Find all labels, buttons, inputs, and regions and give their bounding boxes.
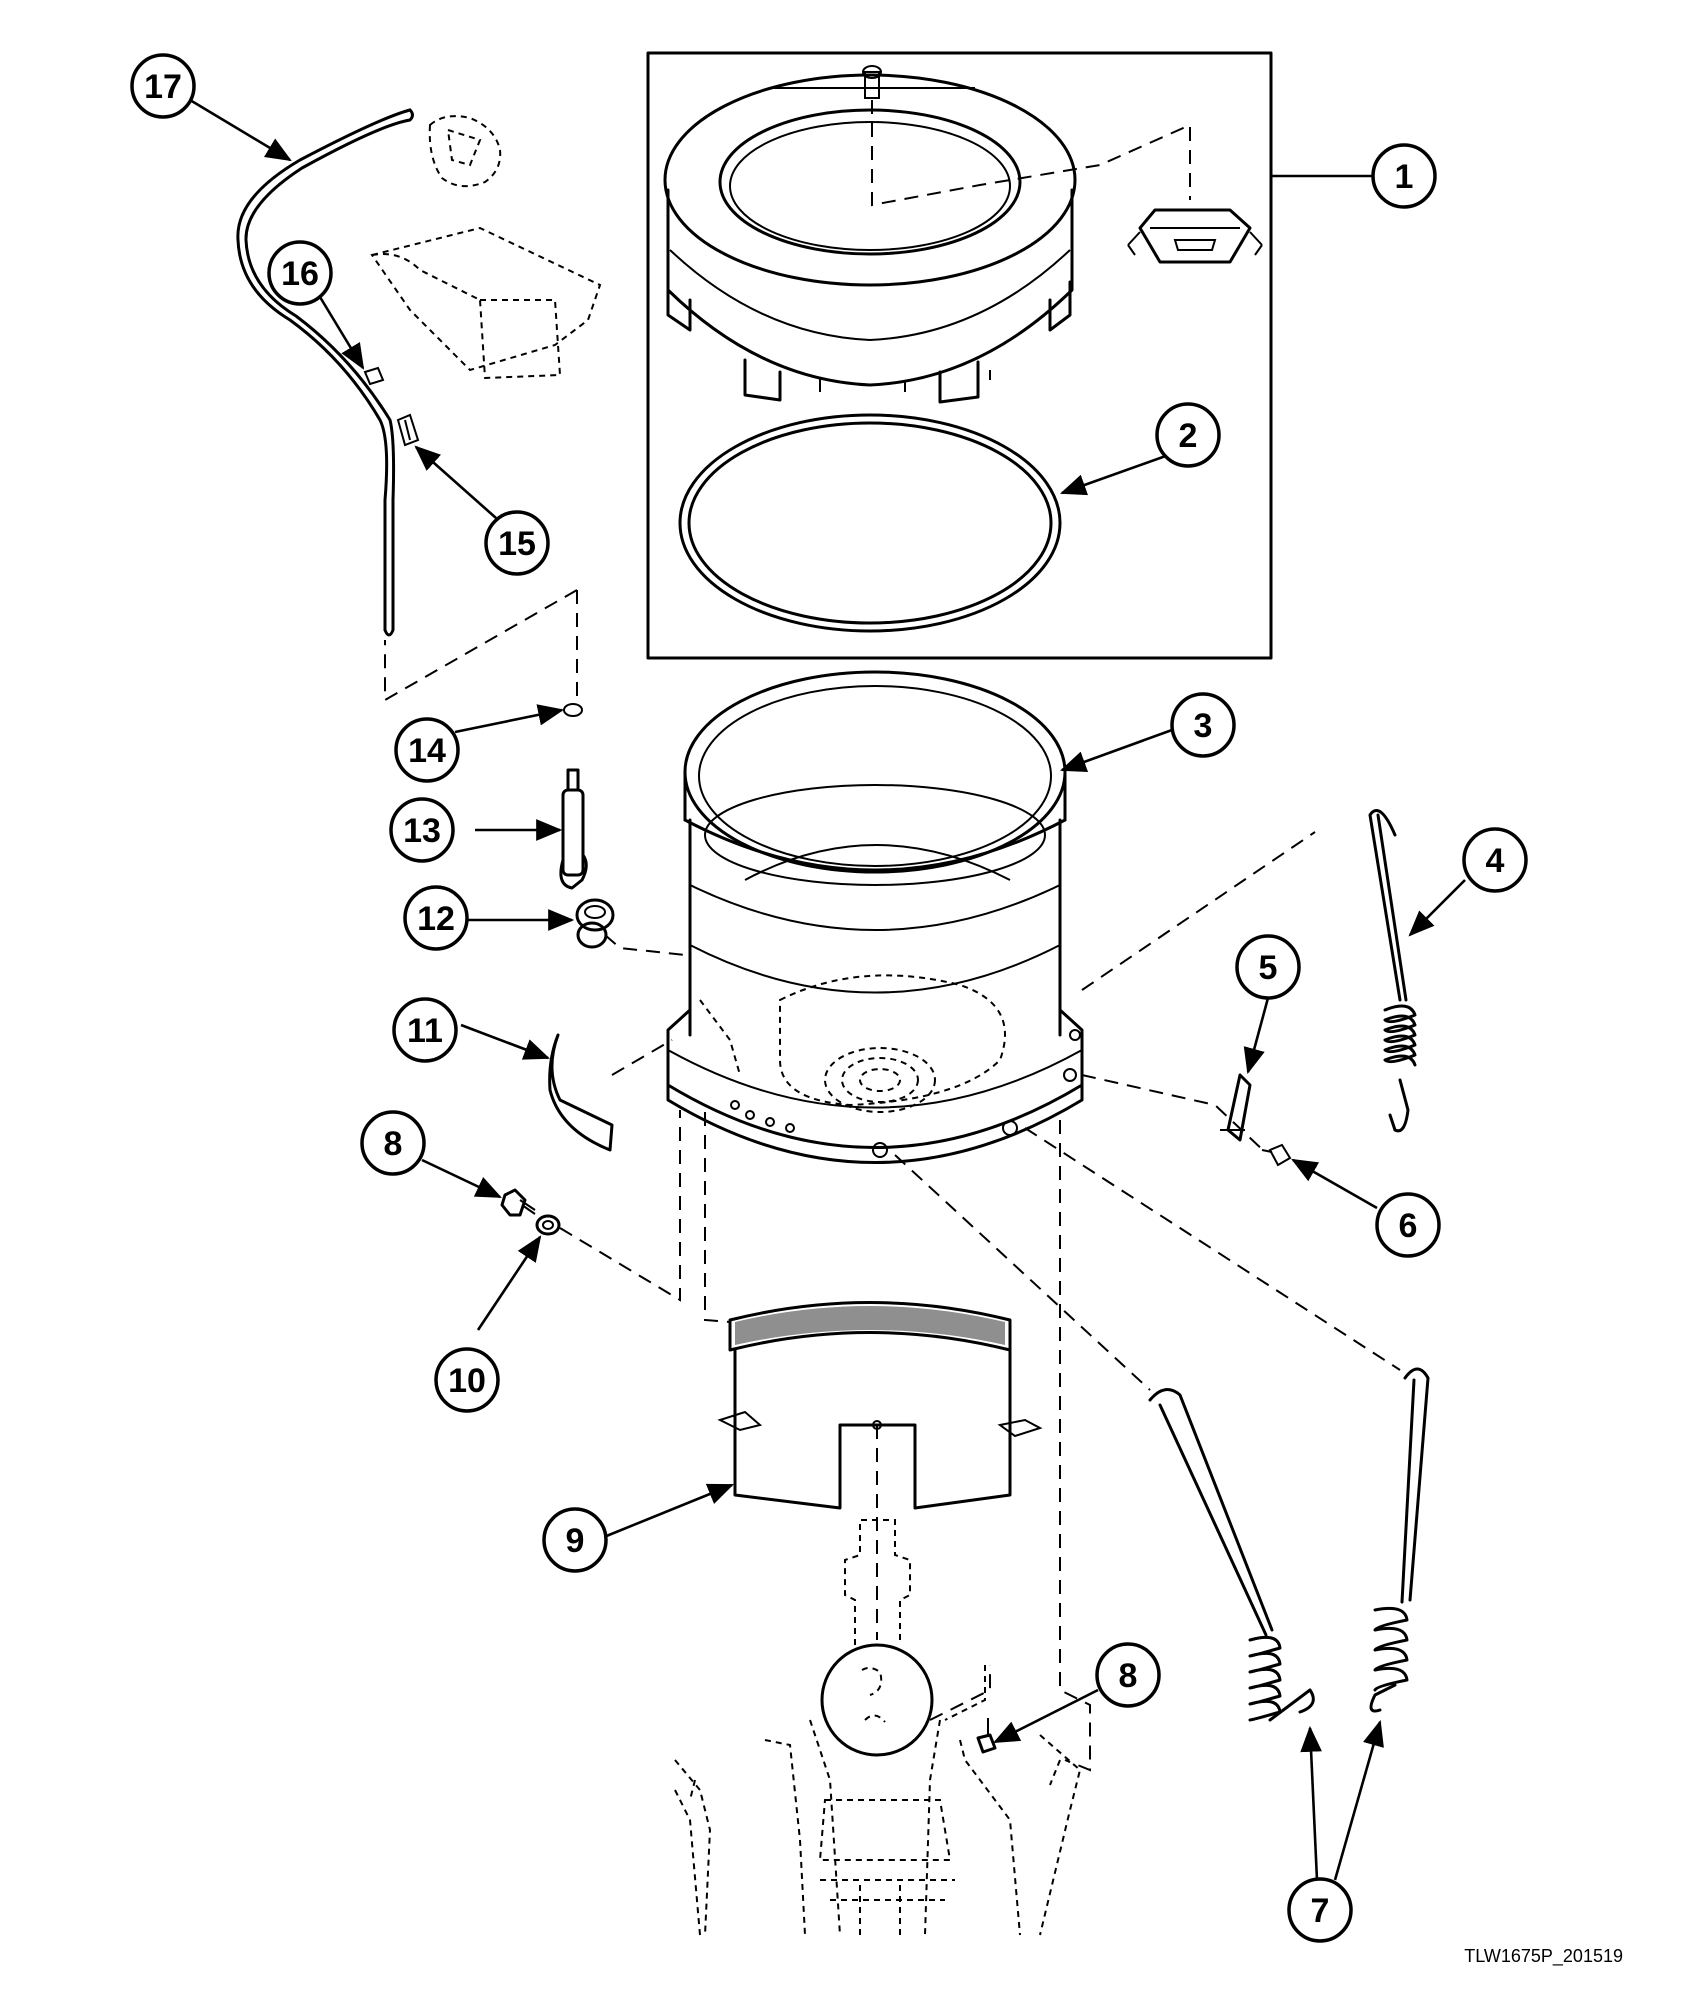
washer-part <box>535 1214 561 1236</box>
svg-text:13: 13 <box>403 812 441 850</box>
callout-4: 4 <box>1462 827 1528 893</box>
callout-10: 10 <box>434 1347 500 1413</box>
hose-clip-16 <box>363 366 385 386</box>
svg-text:16: 16 <box>281 255 319 293</box>
svg-text:14: 14 <box>408 732 446 770</box>
o-ring-part <box>563 703 583 717</box>
svg-text:5: 5 <box>1259 949 1278 987</box>
pressure-switch-ghost <box>370 115 602 380</box>
counterweight-part <box>717 1301 1043 1510</box>
shield-part <box>548 1033 614 1152</box>
svg-text:8: 8 <box>384 1125 403 1163</box>
callout-12: 12 <box>403 885 469 951</box>
svg-text:1: 1 <box>1395 158 1414 196</box>
gasket-part <box>678 413 1062 633</box>
hose-elbow-part <box>575 898 615 949</box>
callout-3: 3 <box>1170 692 1236 758</box>
air-dome-part <box>559 768 588 890</box>
callout-15: 15 <box>484 510 550 576</box>
ring-clip-guide <box>871 100 1191 207</box>
screw-part <box>1261 1143 1292 1167</box>
svg-text:11: 11 <box>407 1012 443 1050</box>
callout-6: 6 <box>1375 1192 1441 1258</box>
svg-text:8: 8 <box>1119 1657 1138 1695</box>
callout-16: 16 <box>267 240 333 306</box>
callout-11: 11 <box>392 997 458 1063</box>
svg-text:2: 2 <box>1179 417 1198 455</box>
bolt-part-8a <box>500 1188 536 1217</box>
bolt-part-8b <box>976 1718 997 1754</box>
svg-text:12: 12 <box>417 900 455 938</box>
bracket-part <box>1220 1073 1252 1142</box>
diagram-reference-code: TLW1675P_201519 <box>1464 1946 1623 1967</box>
callout-8b: 8 <box>1095 1642 1161 1708</box>
svg-text:7: 7 <box>1311 1892 1330 1930</box>
leader-arrows <box>189 98 1466 1881</box>
callout-17: 17 <box>130 53 196 119</box>
svg-text:10: 10 <box>448 1362 486 1400</box>
callout-14: 14 <box>394 717 460 783</box>
tub-ring-box <box>646 51 1273 660</box>
svg-text:17: 17 <box>144 68 182 106</box>
transmission-ghost <box>674 1519 1082 1936</box>
callout-8a: 8 <box>360 1110 426 1176</box>
callout-2: 2 <box>1155 402 1221 468</box>
ring-clip <box>1127 208 1263 264</box>
svg-text:4: 4 <box>1486 842 1505 880</box>
pressure-hose-part <box>236 108 414 637</box>
tub-ring-part <box>663 65 1077 404</box>
callout-13: 13 <box>389 797 455 863</box>
assembly-guide-lines <box>384 589 1401 1772</box>
callout-9: 9 <box>542 1507 608 1573</box>
callout-1: 1 <box>1371 143 1437 209</box>
callout-5: 5 <box>1235 934 1301 1000</box>
svg-text:15: 15 <box>498 525 536 563</box>
callout-7: 7 <box>1287 1877 1353 1943</box>
svg-text:3: 3 <box>1194 707 1213 745</box>
svg-text:9: 9 <box>566 1522 585 1560</box>
suspension-spring-7b <box>1369 1367 1430 1713</box>
suspension-spring-4 <box>1368 809 1417 1133</box>
suspension-spring-7a <box>1148 1388 1315 1722</box>
svg-text:6: 6 <box>1399 1207 1418 1245</box>
hose-clamp-15 <box>396 413 420 447</box>
outer-tub-part <box>666 670 1084 1164</box>
